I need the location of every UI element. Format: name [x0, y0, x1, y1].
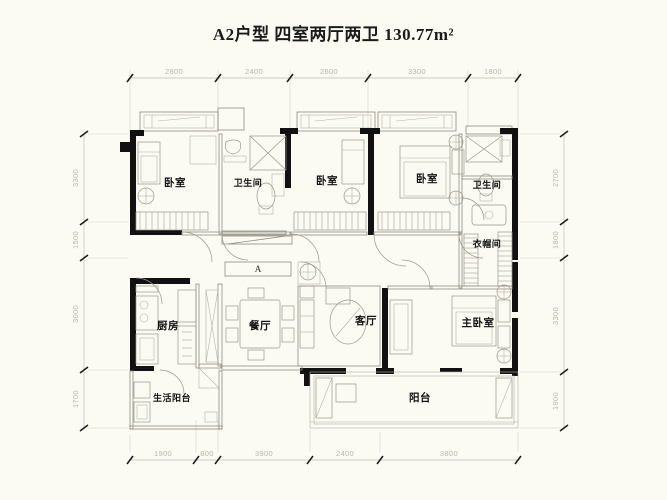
room-label-service-balcony: 生活阳台 [153, 392, 191, 403]
dim-bottom-2: 3900 [255, 449, 273, 458]
dimension-chain-left: 3300 1500 3000 1700 [71, 130, 89, 432]
dim-ticks-right [559, 130, 569, 432]
room-label-living: 客厅 [354, 314, 377, 327]
dim-top-3: 3300 [408, 67, 426, 76]
dim-bottom-3: 2400 [336, 449, 354, 458]
room-label-kitchen: 厨房 [157, 319, 179, 332]
interior-partitions [129, 133, 519, 430]
furniture-kitchen [135, 285, 197, 365]
dim-top-0: 2800 [165, 67, 183, 76]
furniture-living [297, 261, 413, 367]
dim-bottom-1: 800 [200, 449, 213, 458]
room-label-walk-in-closet: 衣帽间 [473, 238, 502, 249]
extension-lines [88, 70, 560, 452]
dim-left-1: 1500 [71, 231, 80, 249]
furniture-service-balcony [133, 381, 218, 423]
furniture-bedroom-nc [293, 139, 367, 231]
structural-walls [120, 128, 518, 386]
dim-top-4: 1800 [484, 67, 502, 76]
room-labels: 卧室 卫生间 卧室 卧室 卫生间 衣帽间 厨房 餐厅 客厅 主卧室 生活阳台 阳… [153, 172, 501, 404]
dim-right-1: 1800 [551, 231, 560, 249]
furniture-master-bedroom [451, 284, 512, 364]
room-label-bathroom-ne: 卫生间 [473, 179, 502, 190]
dimension-chain-bottom: 1900 800 3900 2400 3800 [126, 449, 522, 465]
room-label-balcony: 阳台 [409, 391, 431, 404]
dim-left-2: 3000 [71, 305, 80, 323]
furniture-dining: A [224, 261, 295, 361]
furniture-bathroom-ne [465, 135, 511, 226]
dim-right-3: 1900 [551, 392, 560, 410]
room-label-master-bedroom: 主卧室 [462, 316, 495, 329]
dimension-chain-right: 2700 1800 3300 1900 [551, 130, 569, 432]
dim-ticks-bottom [126, 455, 522, 465]
door-swings [135, 197, 485, 395]
room-label-bedroom-nw: 卧室 [164, 176, 186, 189]
dimension-chain-top: 2800 2400 2600 3300 1800 [126, 67, 522, 83]
room-label-bathroom-n: 卫生间 [234, 177, 263, 188]
dim-top-1: 2400 [245, 67, 263, 76]
dim-bottom-0: 1900 [154, 449, 172, 458]
dim-left-0: 3300 [71, 169, 80, 187]
furniture-bedroom-nw [135, 135, 217, 231]
dim-bottom-4: 3800 [440, 449, 458, 458]
furniture-bedroom-ne [377, 134, 465, 231]
room-label-bedroom-nc: 卧室 [316, 174, 338, 187]
dim-left-3: 1700 [71, 390, 80, 408]
furniture-balcony [315, 377, 513, 419]
dim-ticks-left [79, 130, 89, 432]
dim-top-2: 2600 [320, 67, 338, 76]
furniture-walk-in-closet [463, 231, 513, 287]
room-label-dining: 餐厅 [248, 319, 271, 332]
dim-ticks-top [126, 73, 522, 83]
furniture-bathroom-north [223, 135, 287, 215]
room-label-bedroom-ne: 卧室 [416, 172, 438, 185]
unit-code-label: A [255, 264, 262, 274]
page-title: A2户型 四室两厅两卫 130.77m² [212, 25, 455, 44]
exterior-window-bands [139, 107, 513, 135]
dim-right-2: 3300 [551, 307, 560, 325]
dim-right-0: 2700 [551, 169, 560, 187]
